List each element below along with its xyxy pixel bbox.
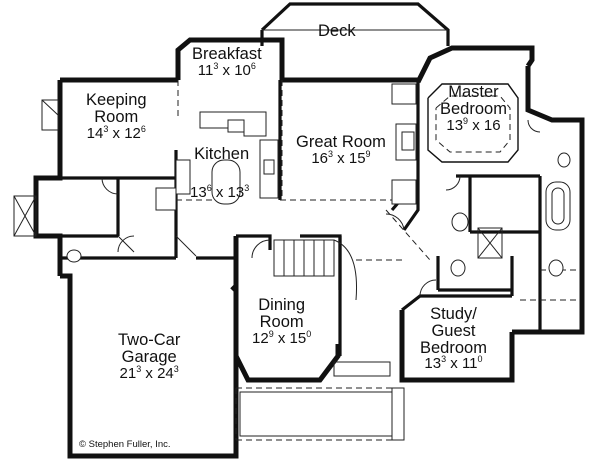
- keeping-room-dimensions: 143 x 126: [86, 123, 146, 142]
- master-bedroom-dimensions: 139 x 16: [446, 115, 501, 134]
- dashed-lines: [176, 80, 580, 441]
- garage-label: Two-Car Garage 213 x 243: [118, 332, 180, 381]
- deck-name: Deck: [318, 22, 356, 40]
- dining-room-label: Dining Room 129 x 150: [252, 297, 311, 346]
- master-bedroom-label: Master Bedroom 139 x 16: [440, 84, 507, 133]
- study-name-2: Guest: [431, 321, 476, 340]
- dining-room-name-1: Dining: [258, 296, 306, 314]
- doors: [101, 119, 541, 297]
- mudroom: [13, 99, 59, 237]
- breakfast-label: Breakfast 113 x 106: [192, 46, 262, 78]
- study-dimensions: 133 x 110: [424, 354, 483, 373]
- kitchen-name: Kitchen: [194, 145, 250, 163]
- exterior-walls: [33, 66, 585, 459]
- dining-room-dimensions: 129 x 150: [252, 328, 312, 347]
- great-room-built-ins: [391, 83, 417, 205]
- study-name-3: Bedroom: [420, 338, 487, 357]
- garage-name-2: Garage: [121, 347, 177, 366]
- great-room-dimensions: 163 x 159: [311, 148, 371, 167]
- copyright-credit: © Stephen Fuller, Inc.: [79, 439, 171, 450]
- front-porch: [239, 361, 405, 441]
- keeping-room-name-2: Room: [94, 107, 139, 126]
- kitchen-label: Kitchen 136 x 133: [190, 146, 249, 200]
- breakfast-dimensions: 113 x 106: [197, 60, 256, 79]
- study-label: Study/ Guest Bedroom 133 x 110: [420, 306, 487, 372]
- breakfast-name: Breakfast: [192, 45, 262, 63]
- breakfast-bay: [175, 37, 285, 80]
- garage-name-1: Two-Car: [118, 331, 181, 349]
- keeping-room-label: Keeping Room 143 x 126: [86, 92, 147, 141]
- kitchen-dimensions: 136 x 133: [190, 182, 250, 201]
- master-bath-fixtures: [66, 152, 571, 277]
- great-room-name: Great Room: [296, 133, 386, 151]
- study-name-1: Study/: [430, 305, 477, 323]
- keeping-room-name-1: Keeping: [86, 91, 147, 109]
- kitchen-fixtures: [155, 111, 279, 211]
- deck-label: Deck: [318, 23, 356, 40]
- dining-room-name-2: Room: [259, 312, 304, 331]
- great-room-label: Great Room 163 x 159: [296, 134, 386, 166]
- master-bedroom-name-1: Master: [448, 83, 499, 101]
- master-bay: [415, 45, 535, 84]
- garage-dimensions: 213 x 243: [119, 363, 179, 382]
- interior-walls: [60, 80, 542, 356]
- master-bedroom-name-2: Bedroom: [440, 99, 507, 118]
